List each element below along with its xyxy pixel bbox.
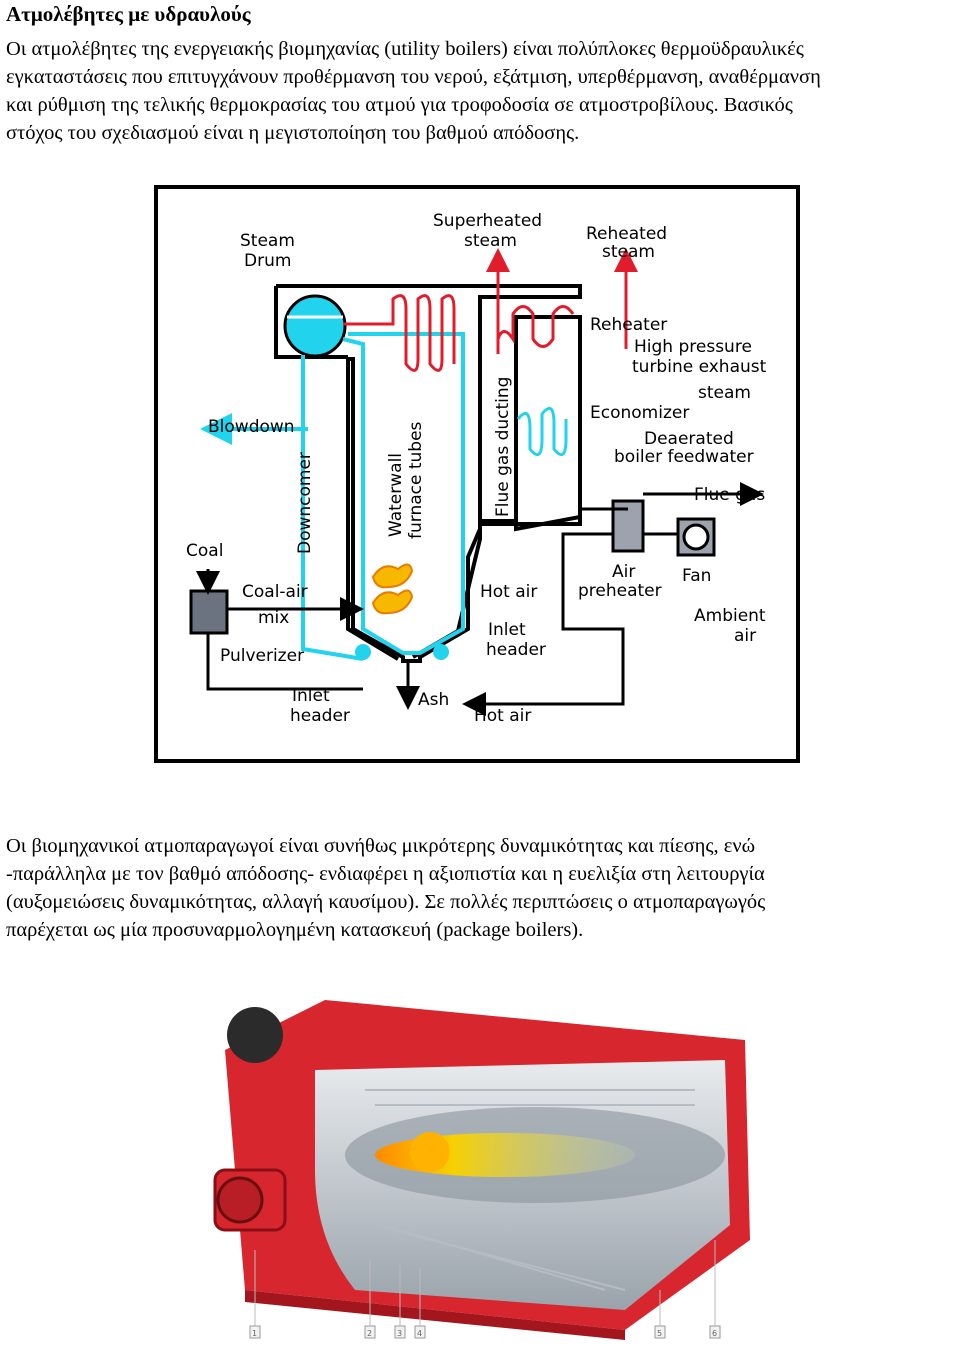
paragraph-line: (αυξομειώσεις δυναμικότητας, αλλαγή καυσ… xyxy=(6,891,766,913)
label-coal-air-mix: mix xyxy=(258,608,289,628)
label-inlet-header: Inlet xyxy=(488,620,526,640)
label-air-preheater: Air xyxy=(612,562,635,582)
label-hp-exhaust: High pressure xyxy=(634,337,752,357)
intro-line: εγκαταστάσεις που επιτυγχάνουν προθέρμαν… xyxy=(6,66,821,88)
label-hp-exhaust: steam xyxy=(698,383,751,403)
label-superheated-steam: Superheated xyxy=(433,211,542,231)
reheater-coils xyxy=(496,305,575,354)
label-inlet-header: Inlet xyxy=(292,686,330,706)
flame-icon xyxy=(371,589,414,615)
flame-icon xyxy=(371,563,414,589)
intro-paragraph: Οι ατμολέβητες της ενεργειακής βιομηχανί… xyxy=(6,35,952,147)
inlet-header-right xyxy=(433,644,449,660)
label-fan: Fan xyxy=(682,566,711,586)
label-superheated-steam: steam xyxy=(464,231,517,251)
superheater-coils xyxy=(343,294,456,372)
burner-icon xyxy=(227,1007,283,1063)
label-waterwall: furnace tubes xyxy=(406,421,426,539)
label-economizer: Economizer xyxy=(590,403,689,423)
label-hp-exhaust: turbine exhaust xyxy=(632,357,767,377)
pulverizer xyxy=(189,589,229,635)
label-hot-air: Hot air xyxy=(480,582,537,602)
label-coal: Coal xyxy=(186,541,223,561)
inlet-header-left xyxy=(355,644,371,660)
callout-label: 1 xyxy=(252,1329,257,1338)
steam-drum xyxy=(283,294,347,358)
label-deaerated: Deaerated xyxy=(644,429,734,449)
label-steam-drum: Steam xyxy=(240,231,295,251)
label-hot-air: Hot air xyxy=(474,706,531,726)
label-pulverizer: Pulverizer xyxy=(220,646,304,666)
label-coal-air-mix: Coal-air xyxy=(242,582,308,602)
boiler-diagram: Steam Drum Superheated steam Reheated st… xyxy=(154,185,800,763)
label-reheated-steam: steam xyxy=(602,242,655,262)
boiler-left-wall xyxy=(274,286,348,359)
economizer-coils xyxy=(516,406,568,457)
label-ash: Ash xyxy=(418,690,449,710)
paragraph-line: παρέχεται ως μία προσυναρμολογημένη κατα… xyxy=(6,919,584,941)
label-inlet-header: header xyxy=(290,706,350,726)
label-waterwall: Waterwall xyxy=(386,453,406,537)
label-ambient-air: air xyxy=(734,626,756,646)
package-boiler-paragraph: Οι βιομηχανικοί ατμοπαραγωγοί είναι συνή… xyxy=(6,832,952,944)
package-boiler-illustration: 1 2 3 4 5 6 xyxy=(205,990,765,1350)
label-ambient-air: Ambient xyxy=(694,606,766,626)
intro-line: και ρύθμιση της τελικής θερμοκρασίας του… xyxy=(6,94,793,116)
label-downcomer: Downcomer xyxy=(295,452,315,554)
label-flue-gas-ducting: Flue gas ducting xyxy=(493,377,513,517)
callout-label: 3 xyxy=(397,1329,402,1338)
downcomer-pipe xyxy=(301,355,364,661)
paragraph-line: Οι βιομηχανικοί ατμοπαραγωγοί είναι συνή… xyxy=(6,835,756,857)
callout-label: 2 xyxy=(367,1329,372,1338)
label-inlet-header: header xyxy=(486,640,546,660)
callout-label: 4 xyxy=(417,1329,422,1338)
boiler-right-duct xyxy=(514,317,582,526)
boiler-diagram-svg: Steam Drum Superheated steam Reheated st… xyxy=(186,211,767,726)
callout-label: 5 xyxy=(657,1329,662,1338)
paragraph-line: -παράλληλα με τον βαθμό απόδοσης- ενδιαφ… xyxy=(6,863,765,885)
intro-line: στόχος του σχεδιασμού είναι η μεγιστοποί… xyxy=(6,122,580,144)
label-steam-drum: Drum xyxy=(244,251,291,271)
label-reheater: Reheater xyxy=(590,315,667,335)
page-heading: Ατμολέβητες με υδραυλούς xyxy=(6,2,251,26)
waterwall-tubes xyxy=(342,332,465,655)
label-reheated-steam: Reheated xyxy=(586,224,667,244)
callout-label: 6 xyxy=(712,1329,717,1338)
package-boiler-svg: 1 2 3 4 5 6 xyxy=(213,1000,750,1340)
label-deaerated: boiler feedwater xyxy=(614,447,754,467)
label-blowdown: Blowdown xyxy=(208,417,295,437)
label-flue-gas: Flue gas xyxy=(694,485,765,505)
intro-line: Οι ατμολέβητες της ενεργειακής βιομηχανί… xyxy=(6,38,804,60)
label-air-preheater: preheater xyxy=(578,581,662,601)
